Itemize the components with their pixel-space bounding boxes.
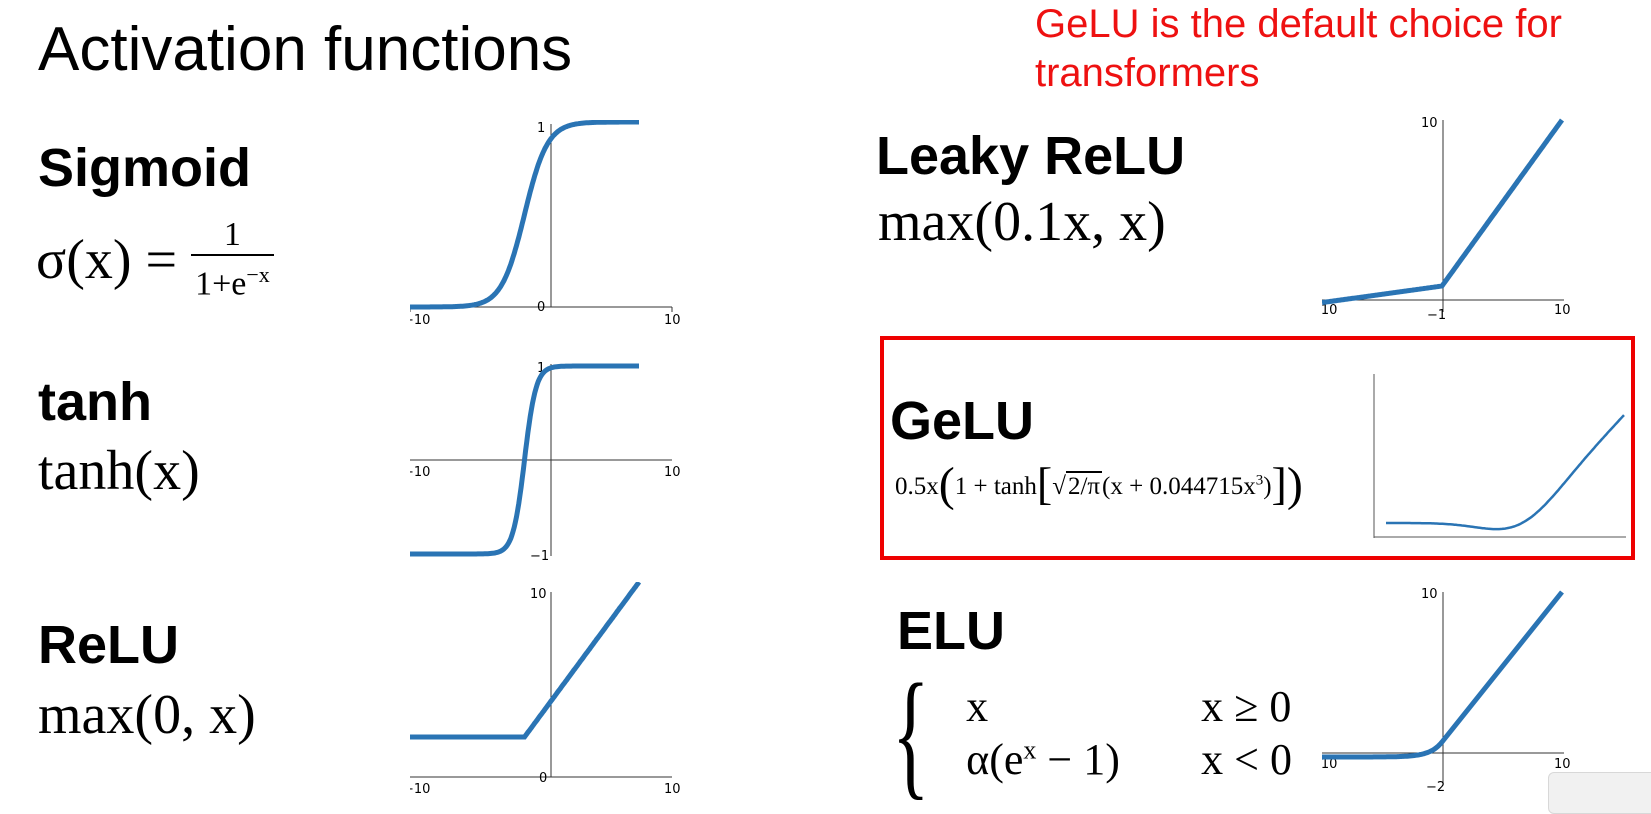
- elu-case2-exponent: x: [1023, 735, 1037, 765]
- gelu-default-note: GeLU is the default choice for transform…: [1035, 2, 1562, 95]
- leaky-relu-ytick-top: 10: [1421, 116, 1438, 131]
- tanh-name: tanh: [38, 372, 152, 432]
- gelu-cube-exponent: 3: [1255, 472, 1264, 489]
- relu-xtick-min: −10: [410, 782, 430, 796]
- gelu-coef: 0.5x: [895, 473, 939, 500]
- corner-popup[interactable]: [1548, 772, 1651, 814]
- relu-formula: max(0, x): [38, 684, 256, 746]
- elu-xtick-max: 10: [1554, 757, 1571, 772]
- sigmoid-ytick-top: 1: [537, 121, 545, 136]
- tanh-xtick-max: 10: [664, 465, 681, 480]
- gelu-close-paren: ): [1286, 458, 1303, 511]
- gelu-plot: [1373, 374, 1626, 538]
- relu-curve: [410, 582, 642, 740]
- elu-formula: { x x ≥ 0 α(ex − 1) x < 0: [892, 662, 1292, 804]
- sigmoid-curve: [410, 120, 639, 310]
- sigmoid-xtick-min: −10: [410, 313, 430, 328]
- elu-plot: −10 10 10 −2: [1322, 587, 1571, 795]
- elu-brace: {: [892, 654, 930, 812]
- gelu-open-bracket: [: [1036, 458, 1053, 509]
- elu-name: ELU: [897, 601, 1005, 661]
- tanh-curve: [410, 363, 639, 557]
- elu-ytick-top: 10: [1421, 587, 1438, 602]
- gelu-sqrt-arg: 2/π: [1065, 471, 1103, 500]
- elu-case1-cond: x ≥ 0: [1201, 682, 1292, 731]
- gelu-name: GeLU: [890, 391, 1035, 451]
- leaky-relu-xtick-max: 10: [1554, 303, 1571, 318]
- sigmoid-plot: −10 10 1 0: [410, 120, 681, 328]
- gelu-tanh-term: 1 + tanh: [954, 473, 1037, 500]
- tanh-ytick-bottom: −1: [530, 549, 549, 564]
- elu-curve: [1322, 590, 1564, 760]
- sigmoid-ytick-bottom: 0: [537, 300, 545, 315]
- gelu-curve: [1386, 414, 1625, 531]
- tanh-plot: −10 10 1 −1: [410, 361, 681, 564]
- relu-ytick-bottom: 0: [539, 771, 547, 786]
- sigmoid-fraction: 1 1+e−x: [191, 216, 274, 303]
- tanh-ytick-top: 1: [537, 361, 545, 376]
- sigmoid-xtick-max: 10: [664, 313, 681, 328]
- elu-case2-cond: x < 0: [1201, 735, 1292, 784]
- sigmoid-lhs: σ(x) =: [36, 228, 178, 291]
- elu-ytick-bottom: −2: [1426, 780, 1445, 795]
- relu-ytick-top: 10: [530, 587, 547, 602]
- elu-cases: x x ≥ 0 α(ex − 1) x < 0: [966, 681, 1292, 785]
- leaky-relu-curve: [1322, 118, 1565, 306]
- leaky-relu-plot: −10 10 10 −1: [1322, 116, 1571, 323]
- gelu-inner-close: ): [1263, 473, 1272, 500]
- gelu-inner-term: (x + 0.044715x: [1102, 473, 1256, 500]
- gelu-close-bracket: ]: [1271, 458, 1287, 509]
- gelu-open-paren: (: [938, 458, 955, 511]
- elu-case2-expr-b: − 1): [1036, 735, 1120, 784]
- slide-title: Activation functions: [38, 15, 573, 84]
- sigmoid-numerator: 1: [223, 216, 241, 253]
- gelu-sqrt-sign: √: [1052, 473, 1066, 500]
- gelu-highlight-box: [880, 336, 1635, 560]
- relu-plot: −10 10 10 0: [410, 582, 681, 796]
- tanh-formula: tanh(x): [38, 440, 200, 502]
- elu-case1-expr: x: [966, 682, 989, 731]
- sigmoid-name: Sigmoid: [38, 138, 251, 198]
- sigmoid-formula: σ(x) = 1 1+e−x: [36, 216, 274, 303]
- gelu-formula: 0.5x(1 + tanh[√2/π(x + 0.044715x3)]): [895, 457, 1303, 512]
- elu-case2-expr-a: α(e: [966, 735, 1024, 784]
- leaky-relu-name: Leaky ReLU: [876, 126, 1186, 186]
- sigmoid-den-base: 1+e: [195, 265, 247, 303]
- leaky-relu-formula: max(0.1x, x): [878, 191, 1166, 253]
- sigmoid-denominator: 1+e−x: [191, 254, 274, 303]
- sigmoid-den-exponent: −x: [246, 262, 270, 287]
- elu-case2-expr: α(ex − 1): [966, 734, 1201, 785]
- elu-xtick-min: −10: [1322, 757, 1337, 772]
- relu-xtick-max: 10: [664, 782, 681, 796]
- relu-name: ReLU: [38, 615, 180, 675]
- tanh-xtick-min: −10: [410, 465, 430, 480]
- leaky-relu-xtick-min: −10: [1322, 303, 1337, 318]
- leaky-relu-ytick-bottom: −1: [1427, 308, 1446, 323]
